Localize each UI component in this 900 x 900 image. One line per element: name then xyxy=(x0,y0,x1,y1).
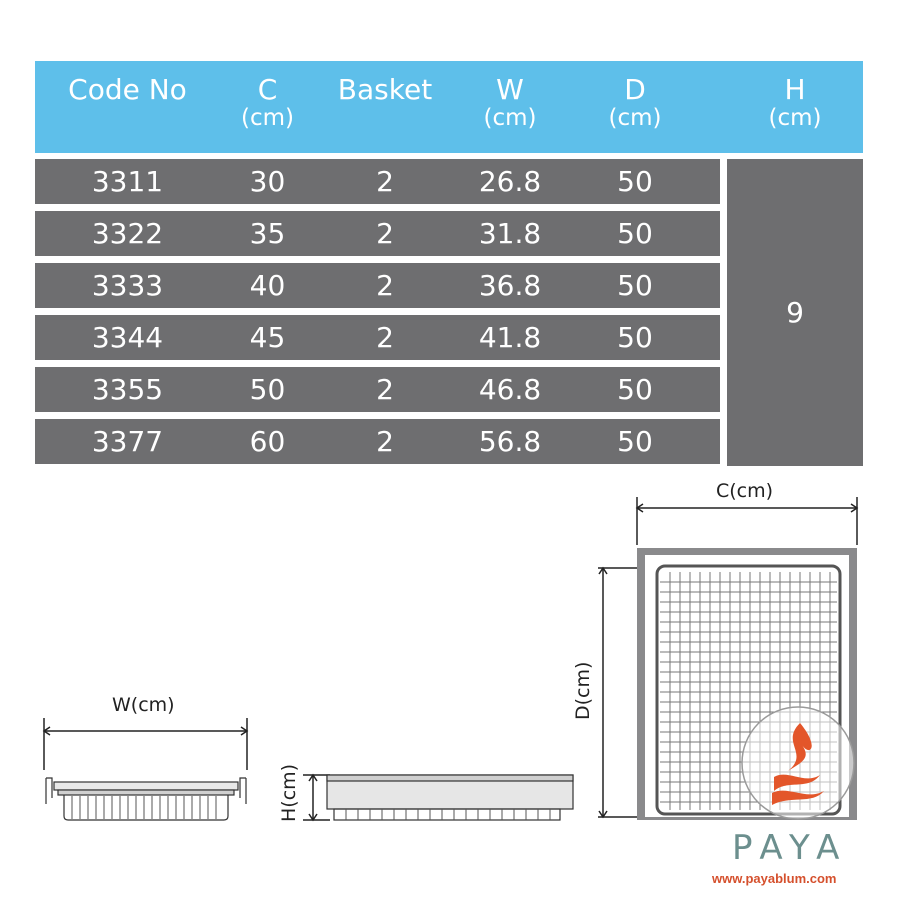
cell-code: 3311 xyxy=(91,165,164,198)
cell-basket: 2 xyxy=(376,321,394,354)
cell-w: 56.8 xyxy=(478,425,542,458)
header-c: C (cm) xyxy=(220,73,315,132)
cell-w: 26.8 xyxy=(478,165,542,198)
w-dimension-line xyxy=(42,718,249,770)
table-row: 3333 40 2 36.8 50 xyxy=(35,263,720,308)
table-header: Code No C (cm) Basket W (cm) D (cm) H (c… xyxy=(35,61,863,153)
cell-c: 45 xyxy=(249,321,286,354)
cell-basket: 2 xyxy=(376,165,394,198)
cell-basket: 2 xyxy=(376,425,394,458)
table-row: 3322 35 2 31.8 50 xyxy=(35,211,720,256)
w-dimension-label: W(cm) xyxy=(112,694,175,716)
cell-code: 3377 xyxy=(91,425,164,458)
h-merged-cell: 9 xyxy=(727,159,863,466)
basket-side-bars xyxy=(345,809,551,820)
table-row: 3344 45 2 41.8 50 xyxy=(35,315,720,360)
spec-table: Code No C (cm) Basket W (cm) D (cm) H (c… xyxy=(35,61,863,466)
cell-c: 30 xyxy=(249,165,286,198)
header-label: C xyxy=(257,73,278,106)
cell-code: 3344 xyxy=(91,321,164,354)
cell-d: 50 xyxy=(617,321,653,354)
cell-basket: 2 xyxy=(376,269,394,302)
cell-code: 3355 xyxy=(91,373,164,406)
cell-d: 50 xyxy=(617,217,653,250)
basket-front-view xyxy=(45,777,247,821)
header-basket: Basket xyxy=(315,75,455,105)
c-dimension-line xyxy=(635,497,859,545)
header-unit: (cm) xyxy=(608,105,662,131)
header-label: Code No xyxy=(68,73,187,106)
table-row: 3355 50 2 46.8 50 xyxy=(35,367,720,412)
header-h: H (cm) xyxy=(727,73,863,132)
cell-basket: 2 xyxy=(376,217,394,250)
c-dimension-label: C(cm) xyxy=(716,480,774,502)
cell-d: 50 xyxy=(617,165,653,198)
header-label: W xyxy=(496,73,524,106)
header-label: Basket xyxy=(337,73,433,106)
cell-d: 50 xyxy=(617,373,653,406)
header-unit: (cm) xyxy=(483,105,537,131)
brand-name: PAYA xyxy=(732,828,849,868)
cell-d: 50 xyxy=(617,425,653,458)
cell-code: 3322 xyxy=(91,217,164,250)
basket-side-view xyxy=(326,774,574,821)
cell-c: 40 xyxy=(249,269,286,302)
cell-code: 3333 xyxy=(91,269,164,302)
cell-w: 36.8 xyxy=(478,269,542,302)
cell-basket: 2 xyxy=(376,373,394,406)
header-code-no: Code No xyxy=(35,75,220,105)
cell-w: 31.8 xyxy=(478,217,542,250)
header-label: H xyxy=(784,73,806,106)
d-dimension-line xyxy=(598,566,640,819)
basket-front-bars xyxy=(71,796,217,819)
h-dimension-label: H(cm) xyxy=(278,763,300,822)
h-dimension-line xyxy=(303,773,330,822)
cell-c: 35 xyxy=(249,217,286,250)
header-d: D (cm) xyxy=(580,73,690,132)
cell-c: 60 xyxy=(249,425,286,458)
d-dimension-label: D(cm) xyxy=(572,661,594,720)
header-unit: (cm) xyxy=(241,105,294,131)
flame-logo-icon xyxy=(741,706,855,820)
cell-c: 50 xyxy=(249,373,286,406)
cell-d: 50 xyxy=(617,269,653,302)
cell-w: 46.8 xyxy=(478,373,542,406)
cell-w: 41.8 xyxy=(478,321,542,354)
table-row: 3311 30 2 26.8 50 xyxy=(35,159,720,204)
header-unit: (cm) xyxy=(768,105,822,131)
brand-url: www.payablum.com xyxy=(712,871,837,886)
header-label: D xyxy=(624,73,646,106)
table-row: 3377 60 2 56.8 50 xyxy=(35,419,720,464)
header-w: W (cm) xyxy=(455,73,565,132)
